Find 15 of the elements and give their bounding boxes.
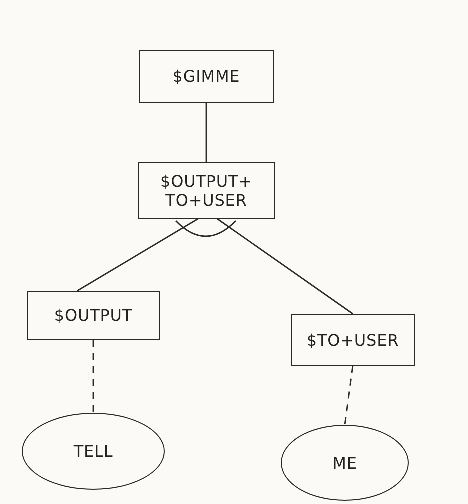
node-label: $GIMME xyxy=(172,67,240,86)
connector-line xyxy=(92,340,94,413)
box-node xyxy=(27,291,160,340)
connector-line xyxy=(206,103,208,162)
node-label: $OUTPUT xyxy=(54,306,133,325)
node-label: ME xyxy=(332,454,358,472)
connector-line xyxy=(217,218,354,315)
box-node xyxy=(139,50,274,103)
node-label: $OUTPUT+ TO+USER xyxy=(160,172,254,210)
box-node xyxy=(138,162,275,219)
node-label: $TO+USER xyxy=(306,330,400,350)
connector-line xyxy=(344,366,354,426)
node-label: TELL xyxy=(74,442,114,461)
box-node xyxy=(291,314,415,366)
connector-line xyxy=(77,218,199,292)
